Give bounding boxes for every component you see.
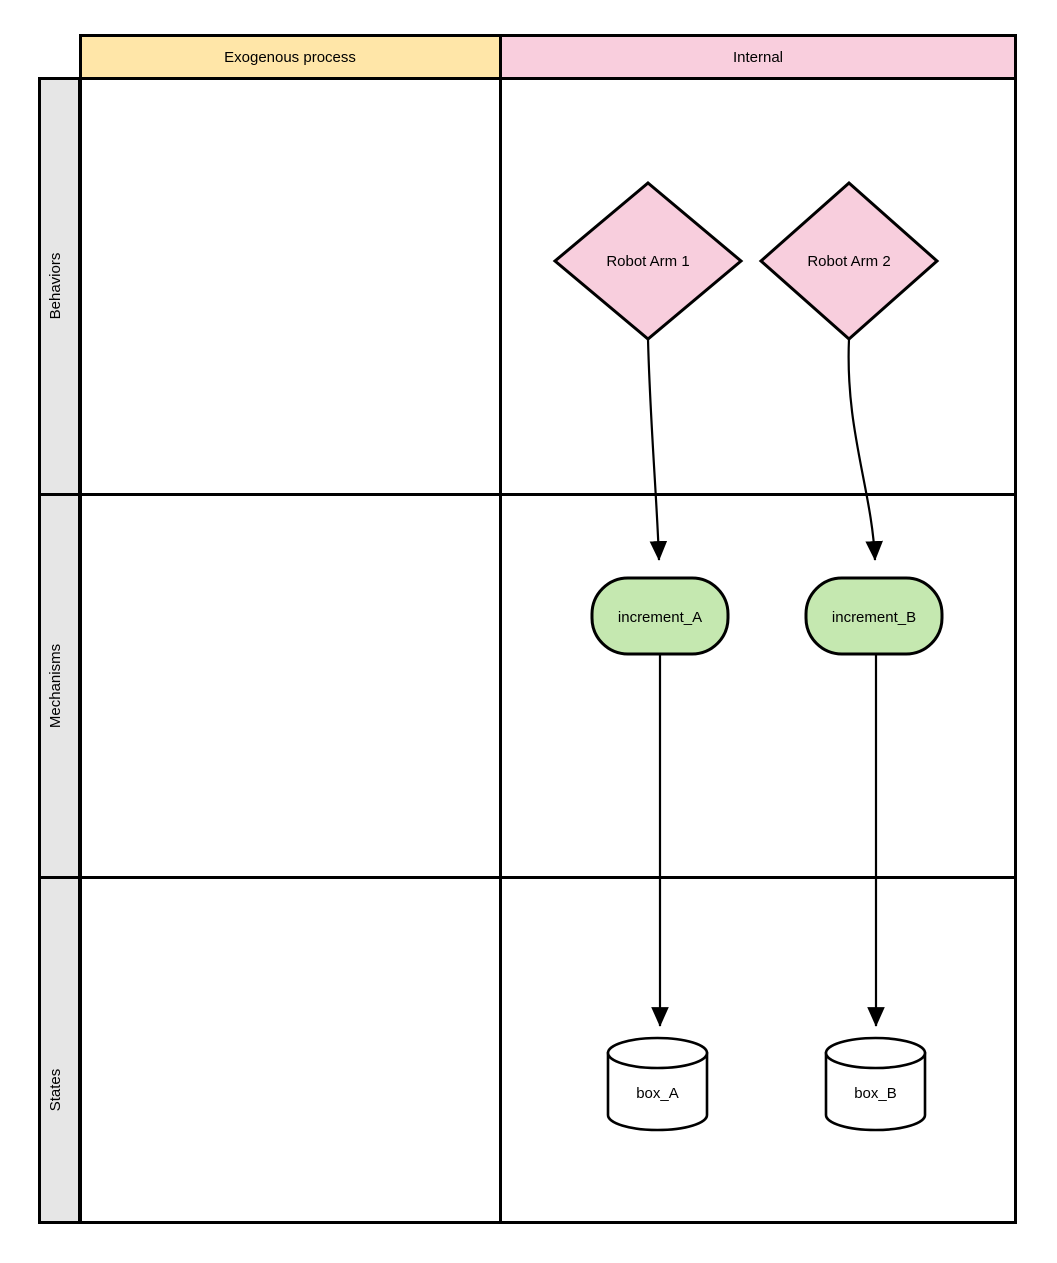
row-label-behaviors: Behaviors	[47, 253, 64, 320]
edges-layer	[646, 338, 885, 1027]
rounded-rect-shape[interactable]	[804, 576, 944, 656]
rounded-rect-shape[interactable]	[590, 576, 730, 656]
cell-states-internal	[499, 876, 1017, 1224]
node-increment-b-label: increment_B	[832, 609, 916, 626]
node-robot-arm-1-label: Robot Arm 1	[606, 253, 689, 270]
node-robot-arm-2-label: Robot Arm 2	[807, 253, 890, 270]
edge-robot-arm-2-to-increment-b	[847, 338, 883, 561]
node-robot-arm-1[interactable]: Robot Arm 1	[552, 181, 744, 341]
cylinder-body[interactable]	[824, 1051, 927, 1132]
row-label-column: Behaviors Mechanisms States	[38, 77, 81, 1224]
cylinder-top	[606, 1036, 709, 1070]
swimlane-grid	[79, 77, 1017, 1224]
node-box-b[interactable]: box_B	[824, 1036, 927, 1132]
column-header-row: Exogenous process Internal	[79, 34, 1017, 80]
cell-behaviors-internal	[499, 77, 1017, 496]
row-label-mechanisms: Mechanisms	[47, 644, 64, 728]
cell-states-exogenous	[79, 876, 502, 1224]
node-box-a[interactable]: box_A	[606, 1036, 709, 1132]
node-robot-arm-2[interactable]: Robot Arm 2	[758, 180, 940, 342]
column-header-exogenous	[79, 34, 502, 80]
cell-mechanisms-internal	[499, 493, 1017, 879]
column-header-exogenous-label: Exogenous process	[224, 49, 356, 66]
node-increment-a[interactable]: increment_A	[590, 576, 730, 656]
column-header-internal-label: Internal	[733, 49, 783, 66]
node-increment-a-label: increment_A	[618, 609, 702, 626]
row-label-states: States	[47, 1069, 64, 1112]
node-increment-b[interactable]: increment_B	[804, 576, 944, 656]
diamond-shape[interactable]	[552, 181, 744, 341]
cylinder-body[interactable]	[606, 1051, 709, 1132]
row-label-states-cell	[38, 876, 81, 1224]
node-box-a-label: box_A	[636, 1085, 679, 1102]
edge-robot-arm-1-to-increment-a	[646, 338, 668, 561]
cell-behaviors-exogenous	[79, 77, 502, 496]
cylinder-top	[824, 1036, 927, 1070]
diamond-shape[interactable]	[758, 180, 940, 342]
node-box-b-label: box_B	[854, 1085, 897, 1102]
cell-mechanisms-exogenous	[79, 493, 502, 879]
